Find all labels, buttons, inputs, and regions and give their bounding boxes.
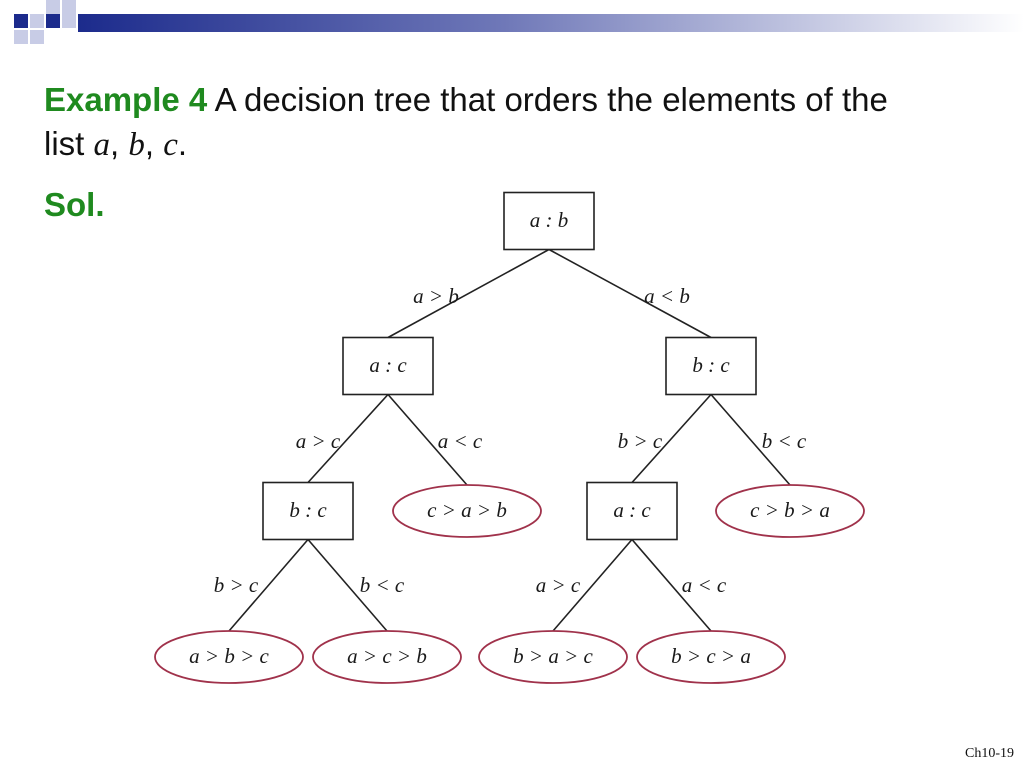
title-sep-1: , <box>110 125 129 162</box>
page-number: Ch10-19 <box>965 746 1014 761</box>
tree-edge <box>631 393 712 484</box>
tree-edge <box>710 393 791 486</box>
title-var-b: b <box>128 127 145 163</box>
outcome-label: a > b > c <box>189 644 269 668</box>
top-decoration-band <box>14 0 1024 44</box>
tree-edge <box>387 248 550 339</box>
outcome-ellipse <box>636 630 786 684</box>
comparison-label: a : c <box>369 353 407 377</box>
comparison-label: a : b <box>530 208 569 232</box>
outcome-label: c > b > a <box>750 498 830 522</box>
tree-edge <box>307 538 388 632</box>
slide-title: Example 4 A decision tree that orders th… <box>44 78 1004 167</box>
edge-label: b < c <box>360 573 405 597</box>
tree-edge <box>548 248 712 339</box>
title-end: . <box>177 125 188 162</box>
edge-label: a > c <box>536 573 581 597</box>
title-text: A decision tree that orders the elements… <box>207 81 888 118</box>
comparison-label: a : c <box>613 498 651 522</box>
outcome-ellipse <box>312 630 462 684</box>
comparison-box <box>503 191 595 251</box>
comparison-box <box>665 336 757 396</box>
tree-edge <box>307 393 389 484</box>
edge-label: b > c <box>214 573 259 597</box>
title-sep-2: , <box>144 125 164 162</box>
edge-label: a < c <box>438 429 483 453</box>
tree-edge <box>631 538 712 632</box>
comparison-box <box>586 481 678 541</box>
outcome-label: b > c > a <box>671 644 751 668</box>
edge-label: b > c <box>618 429 663 453</box>
tree-edge <box>228 538 309 632</box>
tree-edge <box>552 538 633 632</box>
comparison-box <box>342 336 434 396</box>
outcome-label: b > a > c <box>513 644 593 668</box>
edge-label: a > c <box>296 429 341 453</box>
comparison-box <box>262 481 354 541</box>
solution-label: Sol. <box>44 186 105 223</box>
title-var-c: c <box>163 127 178 163</box>
outcome-label: c > a > b <box>427 498 507 522</box>
edge-label: b < c <box>762 429 807 453</box>
example-label: Example 4 <box>44 81 208 118</box>
comparison-label: b : c <box>692 353 730 377</box>
title-var-a: a <box>93 127 111 163</box>
outcome-ellipse <box>478 630 628 684</box>
outcome-ellipse <box>154 630 304 684</box>
comparison-label: b : c <box>289 498 327 522</box>
outcome-label: a > c > b <box>347 644 427 668</box>
outcome-ellipse <box>715 484 865 538</box>
tree-edge <box>387 393 468 486</box>
outcome-ellipse <box>392 484 542 538</box>
edge-label: a < b <box>644 284 690 308</box>
title-line2-prefix: list <box>44 125 94 162</box>
edge-label: a > b <box>413 284 459 308</box>
edge-label: a < c <box>682 573 727 597</box>
